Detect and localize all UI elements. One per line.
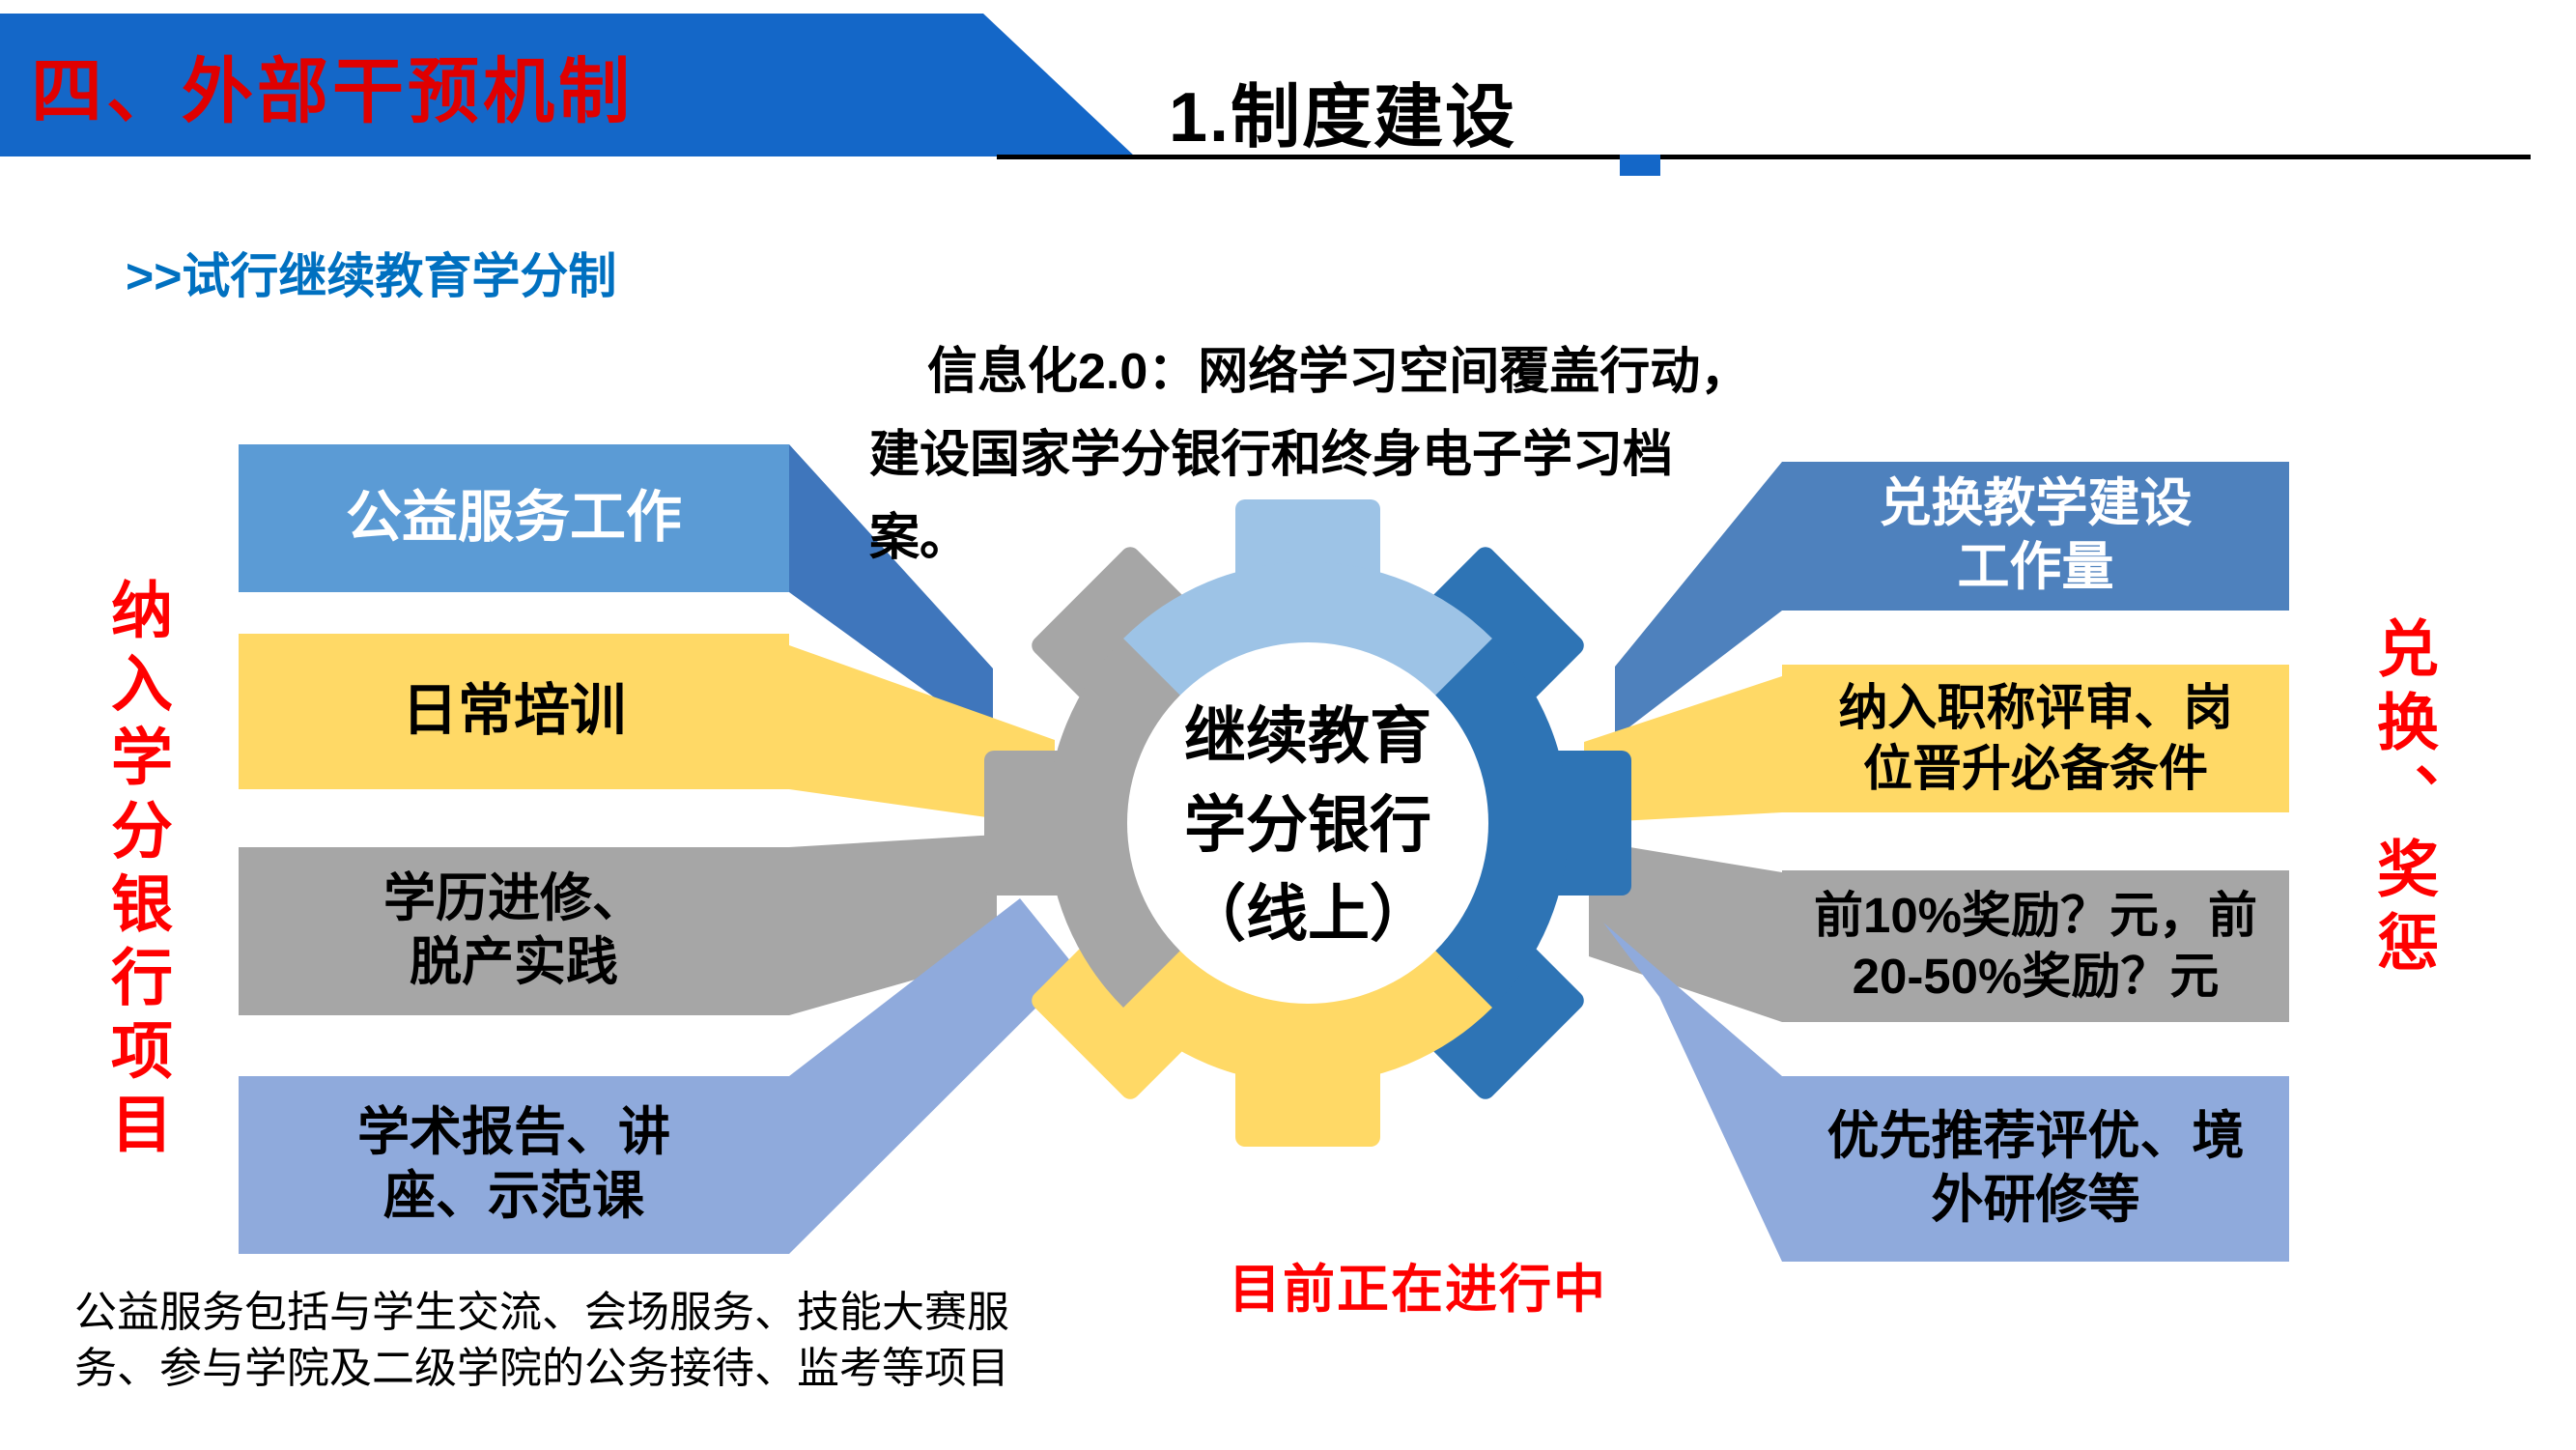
gear-center-label: 继续教育 学分银行 （线上）	[1184, 701, 1431, 949]
section-title: 四、外部干预机制	[31, 50, 634, 131]
left-banner-4-tail	[789, 898, 1076, 1254]
footnote-text: 公益服务包括与学生交流、会场服务、技能大赛服务、参与学院及二级学院的公务接待、监…	[74, 1289, 1009, 1392]
left-banner-1-shape	[239, 444, 789, 592]
right-banner-4-shape	[1782, 1076, 2289, 1262]
gear-center-circle	[1127, 642, 1488, 1004]
left-banner-2-shape	[239, 634, 789, 789]
left-axis-label: 纳入学分银行项目	[102, 578, 172, 1165]
right-banner-2-shape	[1782, 665, 2289, 812]
right-banner-3-shape	[1782, 870, 2289, 1022]
subtitle: >>试行继续教育学分制	[126, 249, 617, 303]
page-title: 1.制度建设	[1169, 79, 1517, 156]
right-item-1-label: 兑换教学建设 工作量	[1879, 474, 2193, 596]
intro-text: 信息化2.0：网络学习空间覆盖行动， 建设国家学分银行和终身电子学习档 案。	[869, 330, 1777, 580]
left-banner-1-tail	[789, 444, 993, 740]
right-axis-label: 兑换、奖惩	[2368, 616, 2438, 983]
title-underline	[997, 155, 2531, 159]
left-item-2-label: 日常培训	[401, 679, 626, 743]
right-banner-4-tail	[1603, 923, 1782, 1262]
intro-line-3: 案。	[869, 510, 971, 566]
left-banner-4-shape	[239, 1076, 789, 1254]
header-banner	[0, 14, 1135, 156]
right-item-2-label: 纳入职称评审、岗 位晋升必备条件	[1838, 680, 2233, 796]
left-item-4-label: 学术报告、讲 座、示范课	[357, 1103, 670, 1225]
title-line-marker	[1620, 155, 1660, 176]
right-banner-1-tail	[1615, 462, 1782, 738]
right-item-4-label: 优先推荐评优、境 外研修等	[1826, 1107, 2245, 1229]
left-item-1-label: 公益服务工作	[345, 486, 682, 550]
right-banner-3-tail	[1589, 840, 1782, 1022]
left-item-3-label: 学历进修、 脱产实践	[383, 869, 644, 991]
right-banner-2-tail	[1584, 676, 1782, 823]
intro-line-1: 信息化2.0：网络学习空间覆盖行动，	[927, 344, 1751, 400]
right-item-3-label: 前10%奖励？元，前 20-50%奖励？元	[1813, 888, 2258, 1004]
status-text: 目前正在进行中	[1229, 1261, 1607, 1319]
right-banner-1-shape	[1782, 462, 2289, 611]
left-banner-3-shape	[239, 847, 789, 1015]
intro-line-2: 建设国家学分银行和终身电子学习档	[869, 427, 1674, 483]
